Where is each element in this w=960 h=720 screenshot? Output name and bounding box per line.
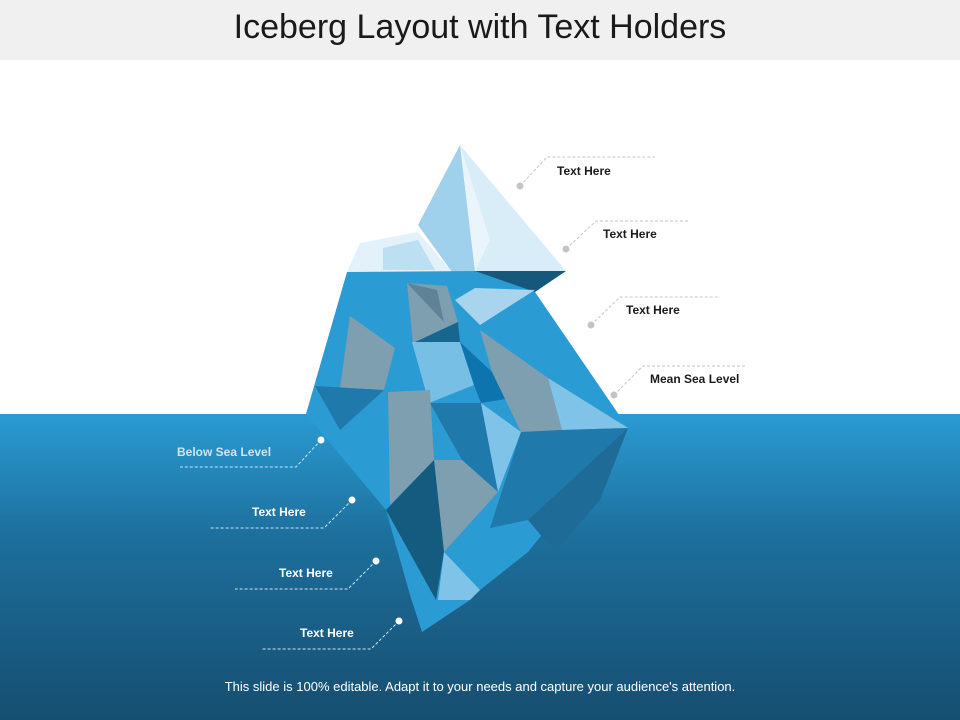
iceberg-facet: [413, 322, 460, 343]
page-title: Iceberg Layout with Text Holders: [233, 8, 727, 46]
connector-line: [210, 499, 353, 529]
connector-dot: [562, 245, 570, 253]
iceberg-facet: [407, 283, 444, 322]
label-above-3: Text Here: [626, 303, 680, 317]
connector-line: [180, 439, 322, 468]
iceberg-facet: [315, 386, 384, 430]
iceberg-facet: [340, 316, 395, 390]
label-above-1: Text Here: [557, 164, 611, 178]
label-below-3: Text Here: [300, 626, 354, 640]
label-below-2: Text Here: [279, 566, 333, 580]
label-connectors: [519, 156, 745, 396]
iceberg-facet: [438, 552, 480, 600]
iceberg-facet: [388, 390, 434, 505]
iceberg-facet: [412, 342, 474, 403]
label-below-sea-level: Below Sea Level: [177, 445, 272, 459]
label-mean-sea-level: Mean Sea Level: [650, 372, 740, 386]
iceberg-facet: [422, 600, 470, 632]
iceberg-facet: [481, 403, 521, 492]
iceberg-facet: [460, 145, 490, 271]
iceberg-facet: [490, 428, 628, 528]
label-below-1: Text Here: [252, 505, 306, 519]
iceberg-facet: [528, 428, 628, 552]
iceberg: [306, 145, 628, 632]
iceberg-facet: [407, 283, 458, 343]
connector-line: [519, 156, 655, 187]
connector-dot: [516, 182, 524, 190]
iceberg-facet: [418, 145, 475, 272]
iceberg-facet: [455, 288, 535, 325]
connector-dot: [317, 436, 325, 444]
title-bar: [0, 0, 960, 60]
connector-line: [565, 220, 690, 250]
connector-line: [590, 296, 720, 326]
iceberg-facet: [430, 403, 498, 492]
connector-dot: [610, 391, 618, 399]
iceberg-facet: [434, 460, 498, 552]
footer-caption: This slide is 100% editable. Adapt it to…: [224, 679, 736, 694]
iceberg-facet: [444, 528, 528, 590]
iceberg-facet: [383, 240, 435, 270]
label-above-2: Text Here: [603, 227, 657, 241]
label-connectors-below: [180, 439, 400, 650]
iceberg-facet: [548, 378, 628, 430]
connector-dot: [348, 496, 356, 504]
connector-dots: [317, 182, 618, 625]
connector-dot: [372, 557, 380, 565]
iceberg-facet: [480, 330, 562, 432]
connector-line: [262, 620, 400, 650]
connector-dot: [395, 617, 403, 625]
connector-dot: [587, 321, 595, 329]
iceberg-facet: [386, 460, 444, 600]
connector-line: [613, 365, 745, 396]
iceberg-facet: [460, 342, 512, 403]
